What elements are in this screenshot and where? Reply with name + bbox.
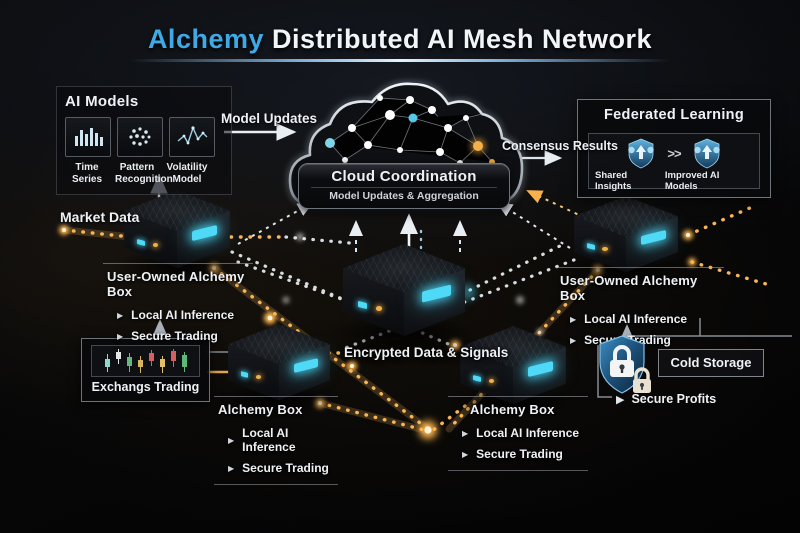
alchemy-box-device-bottom-left xyxy=(213,324,345,415)
bottom-left-node-labels: Alchemy Box ▶ Local AI Inference ▶ Secure … xyxy=(214,396,338,485)
alchemy-box-device-left xyxy=(108,190,246,283)
cloud-network-nodes xyxy=(325,95,495,166)
cloud-title: Cloud Coordination xyxy=(331,168,477,185)
page-title: Alchemy Distributed AI Mesh Network xyxy=(0,24,800,55)
feature-label: Local AI Inference xyxy=(584,312,688,326)
brand-name: Alchemy xyxy=(147,24,264,54)
ai-model-label: Volatility Model xyxy=(166,162,208,185)
time-series-tile xyxy=(65,117,111,157)
alchemy-box-device-right xyxy=(559,196,693,287)
node-title: Alchemy Box xyxy=(448,396,588,419)
cloud-coordination-banner: Cloud Coordination Model Updates & Aggre… xyxy=(298,163,510,209)
ai-models-header: AI Models xyxy=(65,93,139,110)
secure-profits-label: ▶ Secure Profits xyxy=(616,392,717,406)
ai-model-tiles xyxy=(65,117,223,157)
ai-models-panel: AI Models xyxy=(56,86,232,195)
cloud-subtitle: Model Updates & Aggregation xyxy=(329,190,479,202)
feature-label: Secure Trading xyxy=(242,461,329,475)
bullet-icon: ▶ xyxy=(117,331,124,341)
consensus-results-label: Consensus Results xyxy=(502,139,619,153)
bullet-icon: ▶ xyxy=(228,435,235,445)
pattern-recognition-tile xyxy=(117,117,163,157)
feature-label: Secure Trading xyxy=(476,447,563,461)
cold-storage-label: Cold Storage xyxy=(670,355,752,370)
feature-label: Local AI Inference xyxy=(476,426,580,440)
shared-insights-label: Shared Insights xyxy=(595,170,632,192)
node-title: Alchemy Box xyxy=(214,396,338,419)
bullet-icon: ▶ xyxy=(462,428,469,438)
cold-storage-shield-icon xyxy=(599,335,651,394)
cold-storage-label-box: Cold Storage xyxy=(658,349,764,377)
alchemy-box-device-center xyxy=(324,244,484,354)
title-rest: Distributed AI Mesh Network xyxy=(272,24,653,54)
node-title: User-Owned Alchemy Box xyxy=(556,267,724,305)
improved-models-label: Improved AI Models xyxy=(664,170,720,192)
bullet-icon: ▶ xyxy=(570,335,577,345)
exchange-trading-box: Exchangs Trading xyxy=(81,338,210,402)
alchemy-box-device-bottom-right xyxy=(444,326,582,419)
candlestick-chart-icon xyxy=(91,345,200,377)
federated-learning-box: Federated Learning >> Shared Insights xyxy=(577,99,771,198)
bullet-icon: ▶ xyxy=(117,310,124,320)
bullet-icon: ▶ xyxy=(228,463,235,473)
node-title: User-Owned Alchemy Box xyxy=(103,263,253,301)
market-data-label: Market Data xyxy=(60,209,140,225)
bottom-right-node-labels: Alchemy Box ▶ Local AI Inference ▶ Secure … xyxy=(448,396,588,471)
dot-cluster-icon xyxy=(129,127,151,146)
encrypted-data-label: Encrypted Data & Signals xyxy=(344,345,509,360)
federated-learning-header: Federated Learning xyxy=(604,107,744,123)
chevrons-separator: >> xyxy=(667,145,681,161)
feature-label: Local AI Inference xyxy=(131,308,235,322)
left-node-labels: User-Owned Alchemy Box ▶ Local AI Inferen… xyxy=(103,263,253,343)
model-updates-label: Model Updates xyxy=(221,111,318,126)
bullet-icon: ▶ xyxy=(462,449,469,459)
right-arrow-icon: ▶ xyxy=(616,393,625,406)
bullet-icon: ▶ xyxy=(570,314,577,324)
bar-chart-icon xyxy=(75,128,103,146)
shared-insights-shield-icon xyxy=(628,138,655,169)
banner-divider xyxy=(311,187,497,188)
line-chart-icon xyxy=(177,126,208,145)
feature-label: Secure Trading xyxy=(131,329,218,343)
feature-label: Local AI Inference xyxy=(242,426,296,454)
ai-model-labels: Time Series Pattern Recognition Volatili… xyxy=(65,162,223,185)
federated-learning-panel: >> Shared Insights Improved AI Models xyxy=(588,133,760,192)
ai-model-label: Time Series xyxy=(71,162,103,185)
volatility-model-tile xyxy=(169,117,215,157)
improved-models-shield-icon xyxy=(693,138,720,169)
title-underline xyxy=(130,59,670,62)
ai-model-label: Pattern Recognition xyxy=(115,162,173,185)
exchange-trading-label: Exchangs Trading xyxy=(91,380,200,394)
